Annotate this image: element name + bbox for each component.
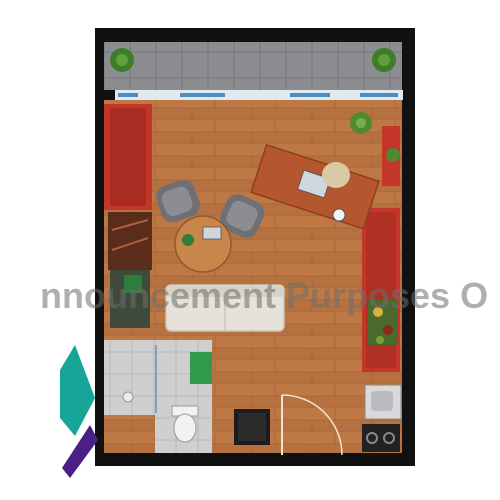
bath-mat — [190, 352, 212, 384]
armchair-right — [219, 194, 265, 238]
shower-head — [122, 391, 134, 403]
armchair-left — [156, 179, 200, 223]
potted-plant-icon — [386, 148, 400, 162]
potted-plant-icon — [372, 48, 396, 72]
shower-partition — [155, 345, 157, 413]
coffee-cup-icon — [332, 208, 346, 222]
potted-plant-icon — [350, 112, 372, 134]
entrance-door-swing — [281, 394, 343, 456]
desk-chair — [322, 162, 350, 188]
teal-accent — [60, 345, 95, 436]
watermark-text: nnouncement Purposes O — [40, 275, 489, 316]
potted-plant-icon — [110, 48, 134, 72]
balcony — [104, 42, 402, 90]
balcony-glass-door — [115, 90, 403, 100]
purple-accent — [62, 425, 98, 478]
coffee-table — [174, 215, 232, 273]
